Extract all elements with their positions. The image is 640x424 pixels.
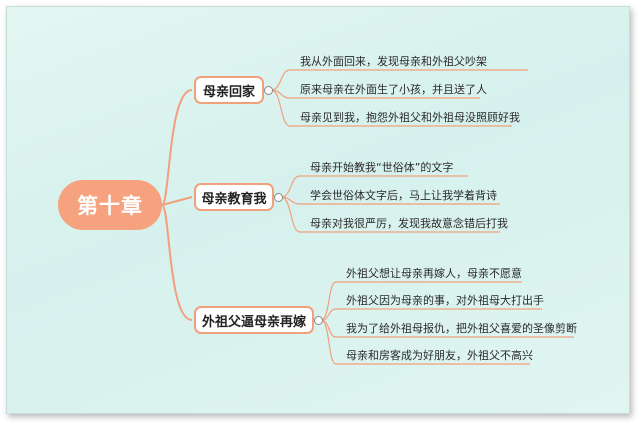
leaf-node: 原来母亲在外面生了小孩，并且送了人	[300, 83, 487, 96]
leaf-node: 学会世俗体文字后，马上让我学着背诗	[310, 189, 497, 202]
leaf-node: 外祖父因为母亲的事，对外祖母大打出手	[346, 294, 544, 307]
collapse-toggle-icon[interactable]	[264, 86, 273, 95]
branch-node-mother-educates[interactable]: 母亲教育我	[194, 183, 274, 211]
leaf-link-1-1	[270, 69, 528, 91]
root-node[interactable]: 第十章	[58, 180, 162, 230]
leaf-link-2-3	[280, 196, 500, 233]
leaf-link-1-3	[270, 89, 512, 127]
collapse-toggle-icon[interactable]	[274, 193, 283, 202]
collapse-toggle-icon[interactable]	[314, 316, 323, 325]
leaf-node: 我从外面回来，发现母亲和外祖父吵架	[300, 55, 487, 68]
leaf-node: 我为了给外祖母报仇，把外祖父喜爱的圣像剪断	[346, 322, 577, 335]
branch-node-forced-remarriage[interactable]: 外祖父逼母亲再嫁	[194, 306, 314, 334]
leaf-node: 外祖父想让母亲再嫁人，母亲不愿意	[346, 267, 522, 280]
leaf-link-3-4	[320, 319, 530, 365]
leaf-node: 母亲开始教我“世俗体”的文字	[310, 161, 454, 174]
leaf-link-2-1	[280, 175, 468, 198]
leaf-link-3-2	[320, 308, 542, 321]
root-link-3	[161, 204, 193, 321]
branch-node-mother-returns[interactable]: 母亲回家	[194, 76, 264, 104]
root-link-1	[161, 89, 193, 206]
root-link-2	[161, 196, 193, 206]
leaf-link-2-2	[280, 196, 500, 205]
leaf-node: 母亲见到我，抱怨外祖父和外祖母没照顾好我	[300, 111, 520, 124]
leaf-node: 母亲和房客成为好朋友，外祖父不高兴	[346, 349, 533, 362]
leaf-link-1-2	[270, 89, 480, 99]
leaf-link-3-1	[320, 281, 522, 321]
leaf-node: 母亲对我很严厉，发现我故意念错后打我	[310, 217, 508, 230]
